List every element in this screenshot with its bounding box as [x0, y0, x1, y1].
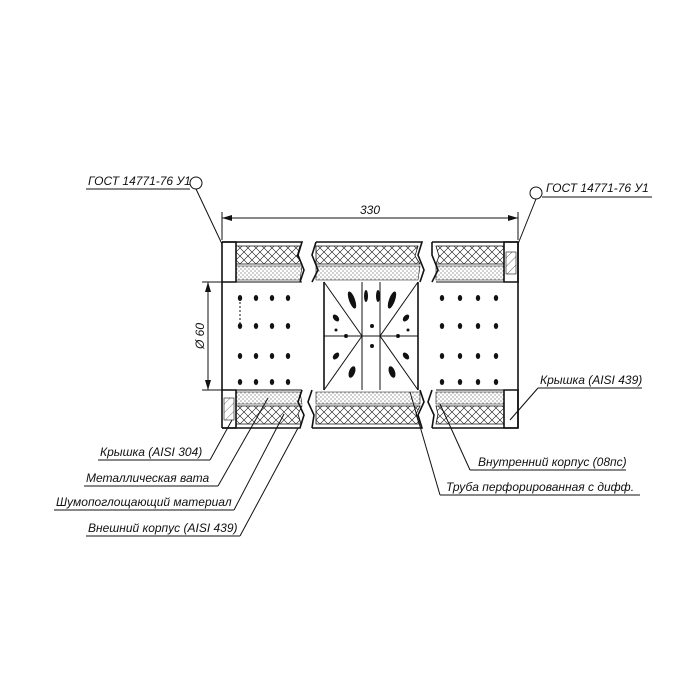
- callout-inner-body: Внутренний корпус (08пс): [439, 403, 627, 471]
- dimension-length-text: 330: [360, 203, 380, 217]
- perforation-hole: [269, 353, 275, 359]
- label-cap-left: Крышка (AISI 304): [100, 445, 202, 459]
- perforation-hole: [269, 379, 275, 385]
- perforation-holes: [237, 295, 499, 385]
- perforation-hole: [439, 379, 445, 385]
- callout-sound-absorbing: Шумопоглощающий материал: [54, 413, 285, 511]
- perforation-hole: [475, 323, 481, 329]
- perforation-hole: [439, 323, 445, 329]
- perforation-hole: [475, 379, 481, 385]
- perforation-hole: [493, 295, 499, 301]
- callout-cap-left: Крышка (AISI 304): [98, 419, 233, 461]
- perforation-hole: [237, 379, 243, 385]
- perforation-hole: [253, 295, 259, 301]
- perforation-hole: [475, 295, 481, 301]
- perforation-hole: [285, 295, 291, 301]
- label-sound-absorbing: Шумопоглощающий материал: [56, 495, 232, 509]
- callout-perforated-pipe: Труба перфорированная с дифф.: [409, 391, 640, 496]
- callout-gost-right: ГОСТ 14771-76 У1: [517, 181, 652, 245]
- metal-wool-layer: [235, 265, 505, 405]
- label-inner-body: Внутренний корпус (08пс): [478, 455, 627, 469]
- perforation-hole: [457, 295, 463, 301]
- perforation-hole: [285, 379, 291, 385]
- perforation-hole: [493, 323, 499, 329]
- perforation-hole: [253, 353, 259, 359]
- muffler-body: [221, 241, 519, 429]
- perforation-hole: [285, 353, 291, 359]
- label-perforated-pipe: Труба перфорированная с дифф.: [446, 480, 634, 494]
- perforation-hole: [439, 353, 445, 359]
- perforation-hole: [253, 323, 259, 329]
- perforation-hole: [475, 353, 481, 359]
- dimension-length: 330: [221, 203, 519, 240]
- callout-metal-wool: Металлическая вата: [84, 397, 269, 487]
- perforation-hole: [269, 323, 275, 329]
- perforation-hole: [269, 295, 275, 301]
- perforation-hole: [457, 323, 463, 329]
- perforated-pipe: [236, 281, 504, 391]
- perforation-hole: [457, 353, 463, 359]
- label-gost-left: ГОСТ 14771-76 У1: [88, 174, 191, 188]
- callout-outer-body: Внешний корпус (AISI 439): [86, 427, 299, 537]
- label-outer-body: Внешний корпус (AISI 439): [88, 521, 238, 535]
- label-cap-right: Крышка (AISI 439): [540, 373, 642, 387]
- perforation-hole: [237, 353, 243, 359]
- label-metal-wool: Металлическая вата: [86, 471, 210, 485]
- perforation-hole: [285, 323, 291, 329]
- callout-cap-right: Крышка (AISI 439): [509, 373, 642, 421]
- diffuser: [323, 281, 419, 391]
- perforation-hole: [493, 379, 499, 385]
- dimension-diameter: Ø 60: [193, 281, 236, 391]
- perforation-hole: [457, 379, 463, 385]
- perforation-hole: [493, 353, 499, 359]
- callout-gost-left: ГОСТ 14771-76 У1: [86, 174, 223, 245]
- perforation-hole: [237, 323, 243, 329]
- perforation-hole: [439, 295, 445, 301]
- sound-absorbing-layer: [235, 245, 505, 425]
- perforation-hole: [253, 379, 259, 385]
- dimension-diameter-text: Ø 60: [193, 323, 207, 350]
- label-gost-right: ГОСТ 14771-76 У1: [546, 181, 649, 195]
- perforation-hole: [237, 295, 243, 301]
